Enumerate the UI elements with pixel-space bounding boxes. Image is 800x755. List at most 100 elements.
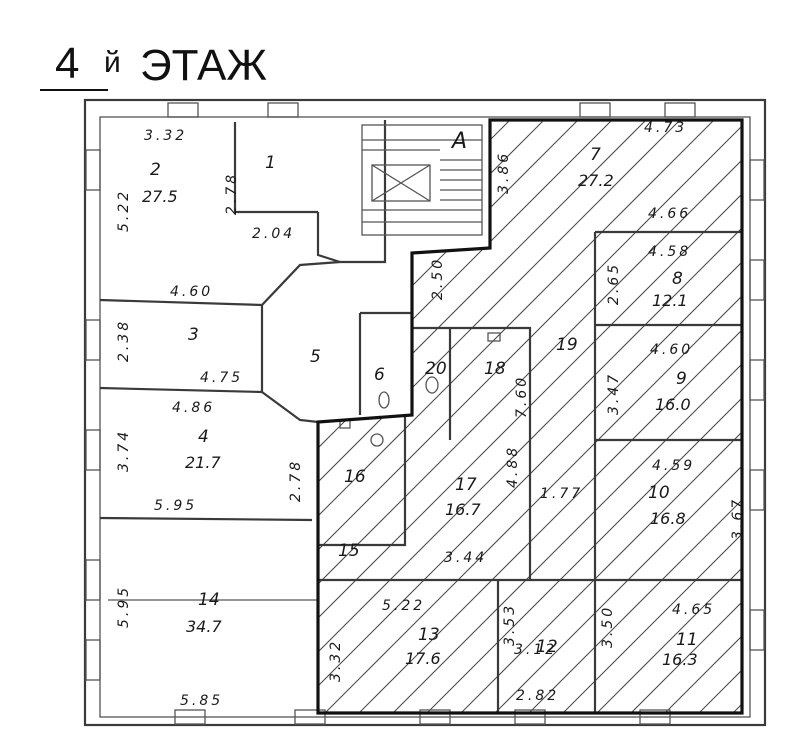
dim-7-60: 7.60 <box>514 375 530 418</box>
dim-4-73: 4.73 <box>644 120 687 136</box>
lease-boundary <box>316 118 744 715</box>
dim-4-75: 4.75 <box>200 370 243 386</box>
dim-5-85: 5.85 <box>180 693 223 709</box>
dim-5-95-vertical: 5.95 <box>116 585 132 628</box>
dimension-labels: 3.32 2.78 5.22 2.04 4.60 2.38 4.75 4.86 … <box>116 120 746 709</box>
dim-4-88: 4.88 <box>505 445 521 488</box>
dim-4-59: 4.59 <box>652 458 695 474</box>
hatch-line <box>318 120 742 713</box>
dim-3-53: 3.53 <box>502 603 518 646</box>
hatch-line <box>318 120 742 713</box>
floor-suffix: й <box>104 46 121 79</box>
dim-5-95-horizontal: 5.95 <box>154 498 197 514</box>
room-17-number: 17 <box>455 475 477 495</box>
room-19-number: 19 <box>556 335 578 355</box>
hatch-line <box>481 120 742 713</box>
dim-1-77: 1.77 <box>540 486 583 502</box>
room-7-number: 7 <box>590 145 601 165</box>
room-11-number: 11 <box>676 630 698 650</box>
room-2-number: 2 <box>150 160 161 180</box>
dim-4-86: 4.86 <box>172 400 215 416</box>
room-12-number: 12 <box>536 637 558 657</box>
interior-walls <box>99 120 742 713</box>
hatch-line <box>318 120 742 713</box>
room-13-number: 13 <box>418 625 440 645</box>
hatch-line <box>318 120 742 713</box>
dim-4-66: 4.66 <box>648 206 691 222</box>
dim-2-82: 2.82 <box>516 688 559 704</box>
room-6-number: 6 <box>374 365 385 385</box>
windows <box>85 102 765 725</box>
room-9-area: 16.0 <box>655 395 691 414</box>
dim-5-22-left: 5.22 <box>116 189 132 232</box>
dim-3-86: 3.86 <box>496 151 512 194</box>
hatch-line <box>515 120 742 713</box>
floor-word: ЭТАЖ <box>140 41 267 90</box>
hatch-line <box>754 60 800 755</box>
hatch-line <box>379 120 742 713</box>
dim-4-65: 4.65 <box>672 602 715 618</box>
dim-3-32: 3.32 <box>144 128 187 144</box>
hatch-line <box>318 120 742 713</box>
hatch-line <box>788 60 800 755</box>
room-5-number: 5 <box>310 347 321 367</box>
dim-2-78-top: 2.78 <box>224 172 240 215</box>
hatch-line <box>549 120 742 713</box>
room-13-area: 17.6 <box>405 649 441 668</box>
dim-2-78-mid: 2.78 <box>288 459 304 502</box>
dim-3-47: 3.47 <box>606 372 622 415</box>
dim-3-67: 3.67 <box>730 497 746 540</box>
outer-wall <box>83 98 767 727</box>
room-9-number: 9 <box>676 369 687 389</box>
room-8-area: 12.1 <box>652 291 688 310</box>
hatch-line <box>447 120 742 713</box>
room-8-number: 8 <box>672 269 683 289</box>
hatch-line <box>318 120 639 713</box>
dim-3-44: 3.44 <box>444 550 487 566</box>
hatch-line <box>345 120 742 713</box>
room-4-area: 21.7 <box>185 453 221 472</box>
room-15-number: 15 <box>338 541 360 561</box>
staircase-label: А <box>450 129 467 154</box>
dim-4-58: 4.58 <box>648 244 691 260</box>
dim-4-60-right: 4.60 <box>650 342 693 358</box>
dim-2-04: 2.04 <box>252 226 295 242</box>
room-11-area: 16.3 <box>662 650 698 669</box>
room-2-area: 27.5 <box>142 187 178 206</box>
dim-3-32-bottom: 3.32 <box>328 639 344 682</box>
hatch-line <box>318 120 741 713</box>
room-4-number: 4 <box>198 427 209 447</box>
dim-2-65: 2.65 <box>606 262 622 305</box>
toilet-icons <box>339 332 501 447</box>
hatch-line <box>583 120 742 713</box>
dim-4-60-left: 4.60 <box>170 284 213 300</box>
floor-number: 4 <box>55 39 79 88</box>
dim-3-74: 3.74 <box>116 429 132 472</box>
hatch-line <box>617 120 742 713</box>
dim-2-50: 2.50 <box>430 257 446 300</box>
hatch-line <box>318 120 742 713</box>
room-10-area: 16.8 <box>650 509 686 528</box>
room-16-number: 16 <box>344 467 366 487</box>
dim-3-12: 3.12 <box>514 642 557 658</box>
room-1-number: 1 <box>265 153 276 173</box>
staircase <box>361 124 483 236</box>
room-labels: 1 2 27.5 3 4 21.7 5 6 7 27.2 8 12.1 9 16… <box>142 145 698 669</box>
room-14-area: 34.7 <box>186 617 222 636</box>
dim-2-38: 2.38 <box>116 319 132 362</box>
room-14-number: 14 <box>198 590 220 610</box>
hatch-line <box>318 120 435 713</box>
dim-5-22-bottom: 5.22 <box>382 598 425 614</box>
hatch-line <box>318 120 742 713</box>
room-20-number: 20 <box>425 359 447 379</box>
room-10-number: 10 <box>648 483 670 503</box>
dim-3-50: 3.50 <box>600 605 616 648</box>
floor-title: 4 й ЭТАЖ <box>40 39 267 91</box>
hatch-line <box>318 120 707 713</box>
room-17-area: 16.7 <box>445 500 481 519</box>
hatch-line <box>413 120 742 713</box>
room-18-number: 18 <box>484 359 506 379</box>
room-7-area: 27.2 <box>578 171 614 190</box>
room-3-number: 3 <box>188 325 199 345</box>
